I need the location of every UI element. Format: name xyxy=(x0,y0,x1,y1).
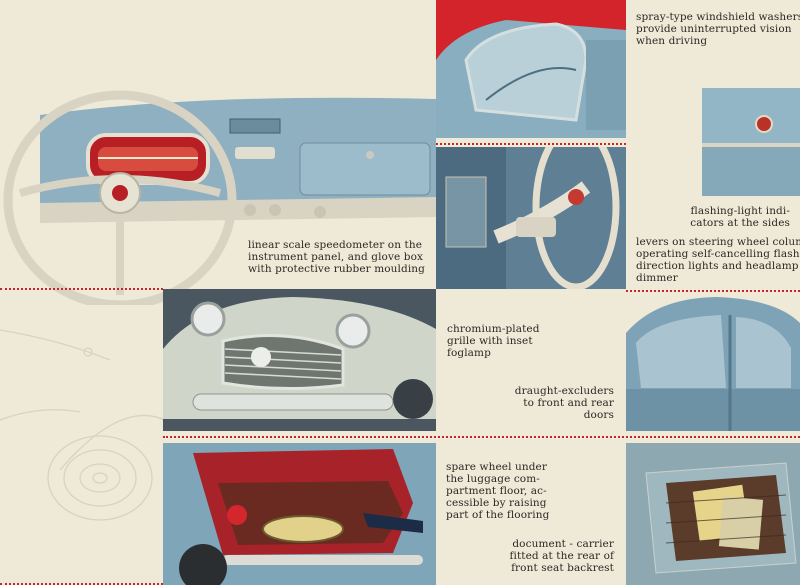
separator-dots-upper-right xyxy=(436,143,626,145)
spare-wheel-photo xyxy=(163,443,436,585)
separator-dots-right xyxy=(626,290,800,292)
caption-line: instrument panel, and glove box xyxy=(248,251,424,263)
caption-line: part of the flooring xyxy=(446,509,550,521)
separator-dots-middle xyxy=(163,436,800,438)
windshield-caption: spray-type windshield washers provide un… xyxy=(636,11,800,47)
caption-line: doors xyxy=(583,409,614,421)
spare-wheel-caption: spare wheel under the luggage com- partm… xyxy=(446,461,549,521)
caption-line: foglamp xyxy=(447,347,491,359)
separator-dots-top xyxy=(0,288,163,290)
caption-line: operating self-cancelling flashing xyxy=(636,248,800,260)
separator-dots-bottom xyxy=(0,583,163,585)
draught-excluders-caption: draught-excluders to front and rear door… xyxy=(500,385,614,421)
caption-line: spray-type windshield washers xyxy=(636,11,800,23)
caption-line: the luggage com- xyxy=(446,473,540,485)
flashing-light-photo xyxy=(702,88,800,196)
caption-line: linear scale speedometer on the xyxy=(248,239,423,251)
caption-line: when driving xyxy=(636,35,708,47)
steering-column-photo xyxy=(436,147,626,289)
document-carrier-photo xyxy=(626,443,800,585)
caption-line: cators at the sides xyxy=(690,217,790,229)
windshield-photo xyxy=(436,0,626,138)
caption-line: to front and rear xyxy=(523,397,614,409)
dashboard-photo xyxy=(0,85,436,305)
caption-line: levers on steering wheel column xyxy=(636,236,800,248)
draught-excluders-photo xyxy=(626,293,800,431)
document-carrier-caption: document - carrier fitted at the rear of… xyxy=(490,538,614,574)
caption-line: flashing-light indi- xyxy=(690,205,790,217)
caption-line: draught-excluders xyxy=(514,385,614,397)
caption-line: grille with inset xyxy=(447,335,533,347)
flashing-light-caption: flashing-light indi- cators at the sides xyxy=(690,205,790,229)
caption-line: partment floor, ac- xyxy=(446,485,547,497)
grille-caption: chromium-plated grille with inset foglam… xyxy=(447,323,540,359)
caption-line: spare wheel under xyxy=(446,461,547,473)
levers-caption: levers on steering wheel column operatin… xyxy=(636,236,800,284)
caption-line: provide uninterrupted vision xyxy=(636,23,792,35)
caption-line: dimmer xyxy=(636,272,678,284)
grille-photo xyxy=(163,289,436,431)
caption-line: document - carrier xyxy=(512,538,614,550)
caption-line: with protective rubber moulding xyxy=(248,263,425,275)
caption-line: chromium-plated xyxy=(447,323,540,335)
caption-line: cessible by raising xyxy=(446,497,547,509)
caption-line: front seat backrest xyxy=(511,562,614,574)
caption-line: direction lights and headlamp xyxy=(636,260,799,272)
speedometer-caption: linear scale speedometer on the instrume… xyxy=(248,239,425,275)
caption-line: fitted at the rear of xyxy=(509,550,614,562)
